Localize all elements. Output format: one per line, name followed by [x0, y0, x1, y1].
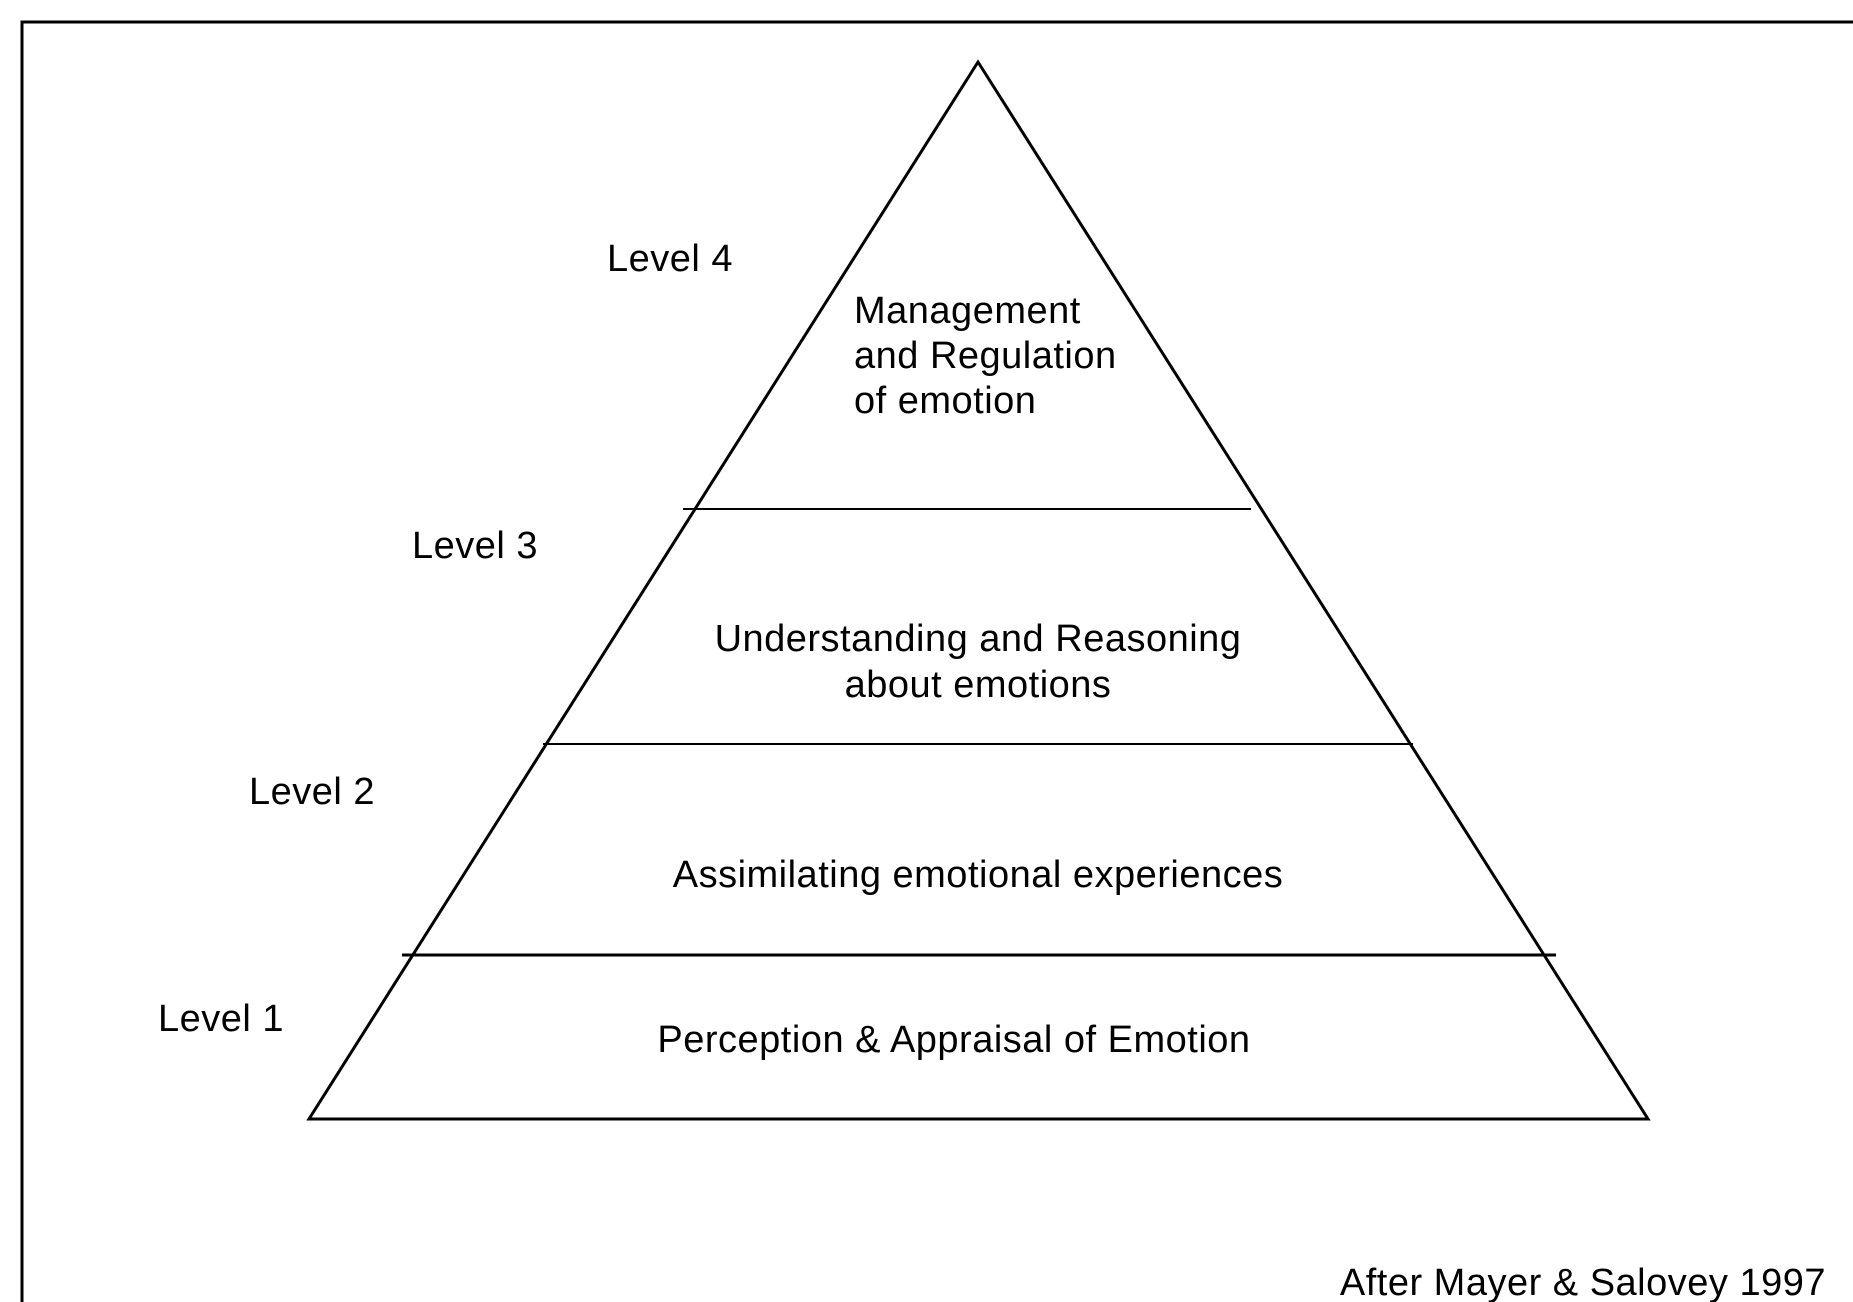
frame-border [20, 20, 1853, 1302]
level-1-label: Level 1 [158, 998, 284, 1040]
level-1-description: Perception & Appraisal of Emotion [657, 1019, 1250, 1061]
citation-text: After Mayer & Salovey 1997 [1340, 1262, 1826, 1302]
level-4-description-line-2: and Regulation [854, 335, 1117, 377]
level-4-description-line-3: of emotion [854, 380, 1036, 422]
level-3-description-line-1: Understanding and Reasoning [715, 618, 1242, 660]
level-4-description-line-1: Management [854, 290, 1081, 332]
pyramid-outline [306, 59, 1651, 1121]
level-4-label: Level 4 [607, 238, 733, 280]
level-2-description: Assimilating emotional experiences [673, 854, 1284, 896]
level-3-label: Level 3 [412, 525, 538, 567]
level-2-label: Level 2 [249, 771, 375, 813]
level-3-description-line-2: about emotions [845, 664, 1112, 706]
